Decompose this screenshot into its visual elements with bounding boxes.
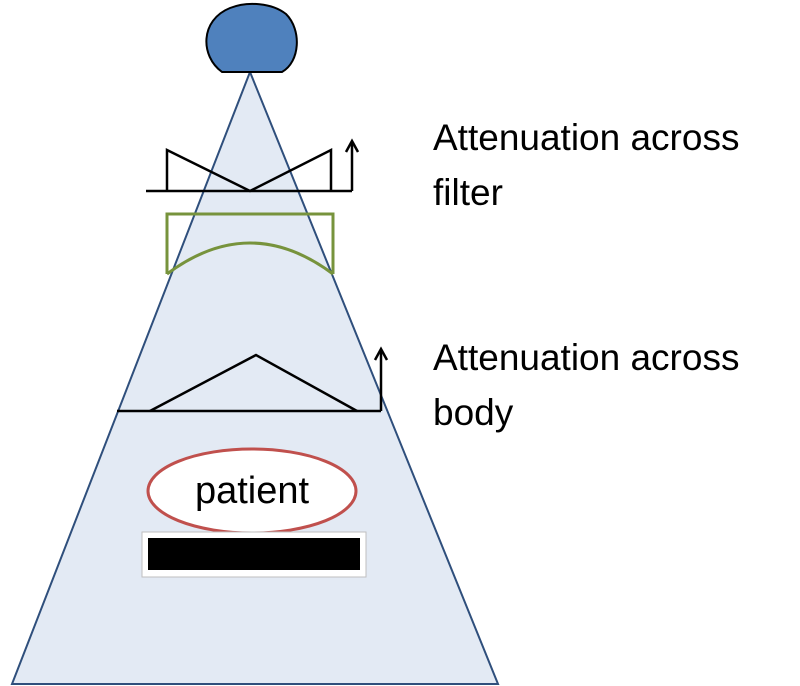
filter-label-line-2: filter — [433, 172, 503, 213]
detector-bar — [148, 538, 360, 570]
body-profile-arrowhead — [373, 346, 389, 361]
filter-profile-curve — [165, 147, 333, 193]
x-ray-beam-cone — [10, 69, 500, 685]
bowtie-filter — [165, 212, 335, 276]
body-label-line-2: body — [433, 392, 514, 433]
filter-profile-arrowhead — [344, 138, 360, 153]
filter-attenuation-profile — [146, 138, 360, 193]
body-profile-curve — [149, 353, 358, 413]
filter-attenuation-label: Attenuation across filter — [433, 110, 739, 220]
body-label-line-1: Attenuation across — [433, 337, 740, 378]
body-attenuation-label: Attenuation across body — [433, 330, 739, 440]
x-ray-source — [205, 2, 298, 73]
bowtie-filter-curve — [166, 241, 334, 276]
filter-label-line-1: Attenuation across — [433, 117, 740, 158]
patient-label: patient — [195, 470, 310, 512]
body-attenuation-profile — [117, 346, 389, 413]
bowtie-filter-frame — [165, 212, 335, 274]
